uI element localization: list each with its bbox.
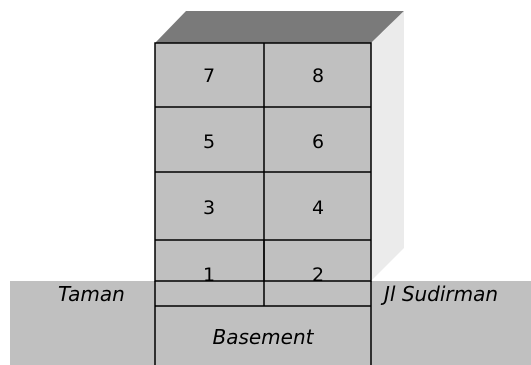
- basement-body: [156, 307, 370, 365]
- room-7: 7: [203, 65, 215, 87]
- room-5: 5: [203, 131, 215, 153]
- label-taman: Taman: [58, 282, 125, 306]
- basement-lines: [154, 281, 372, 365]
- room-4: 4: [312, 197, 324, 219]
- room-8: 8: [312, 65, 324, 87]
- label-jl-sudirman: Jl Sudirman: [380, 282, 498, 306]
- room-1: 1: [203, 264, 215, 286]
- room-6: 6: [312, 131, 324, 153]
- label-basement: Basement: [212, 325, 314, 349]
- room-2: 2: [312, 264, 324, 286]
- building-top-face: [155, 11, 404, 43]
- room-3: 3: [203, 197, 215, 219]
- building-side-face: [371, 11, 404, 281]
- building-front: [155, 43, 371, 281]
